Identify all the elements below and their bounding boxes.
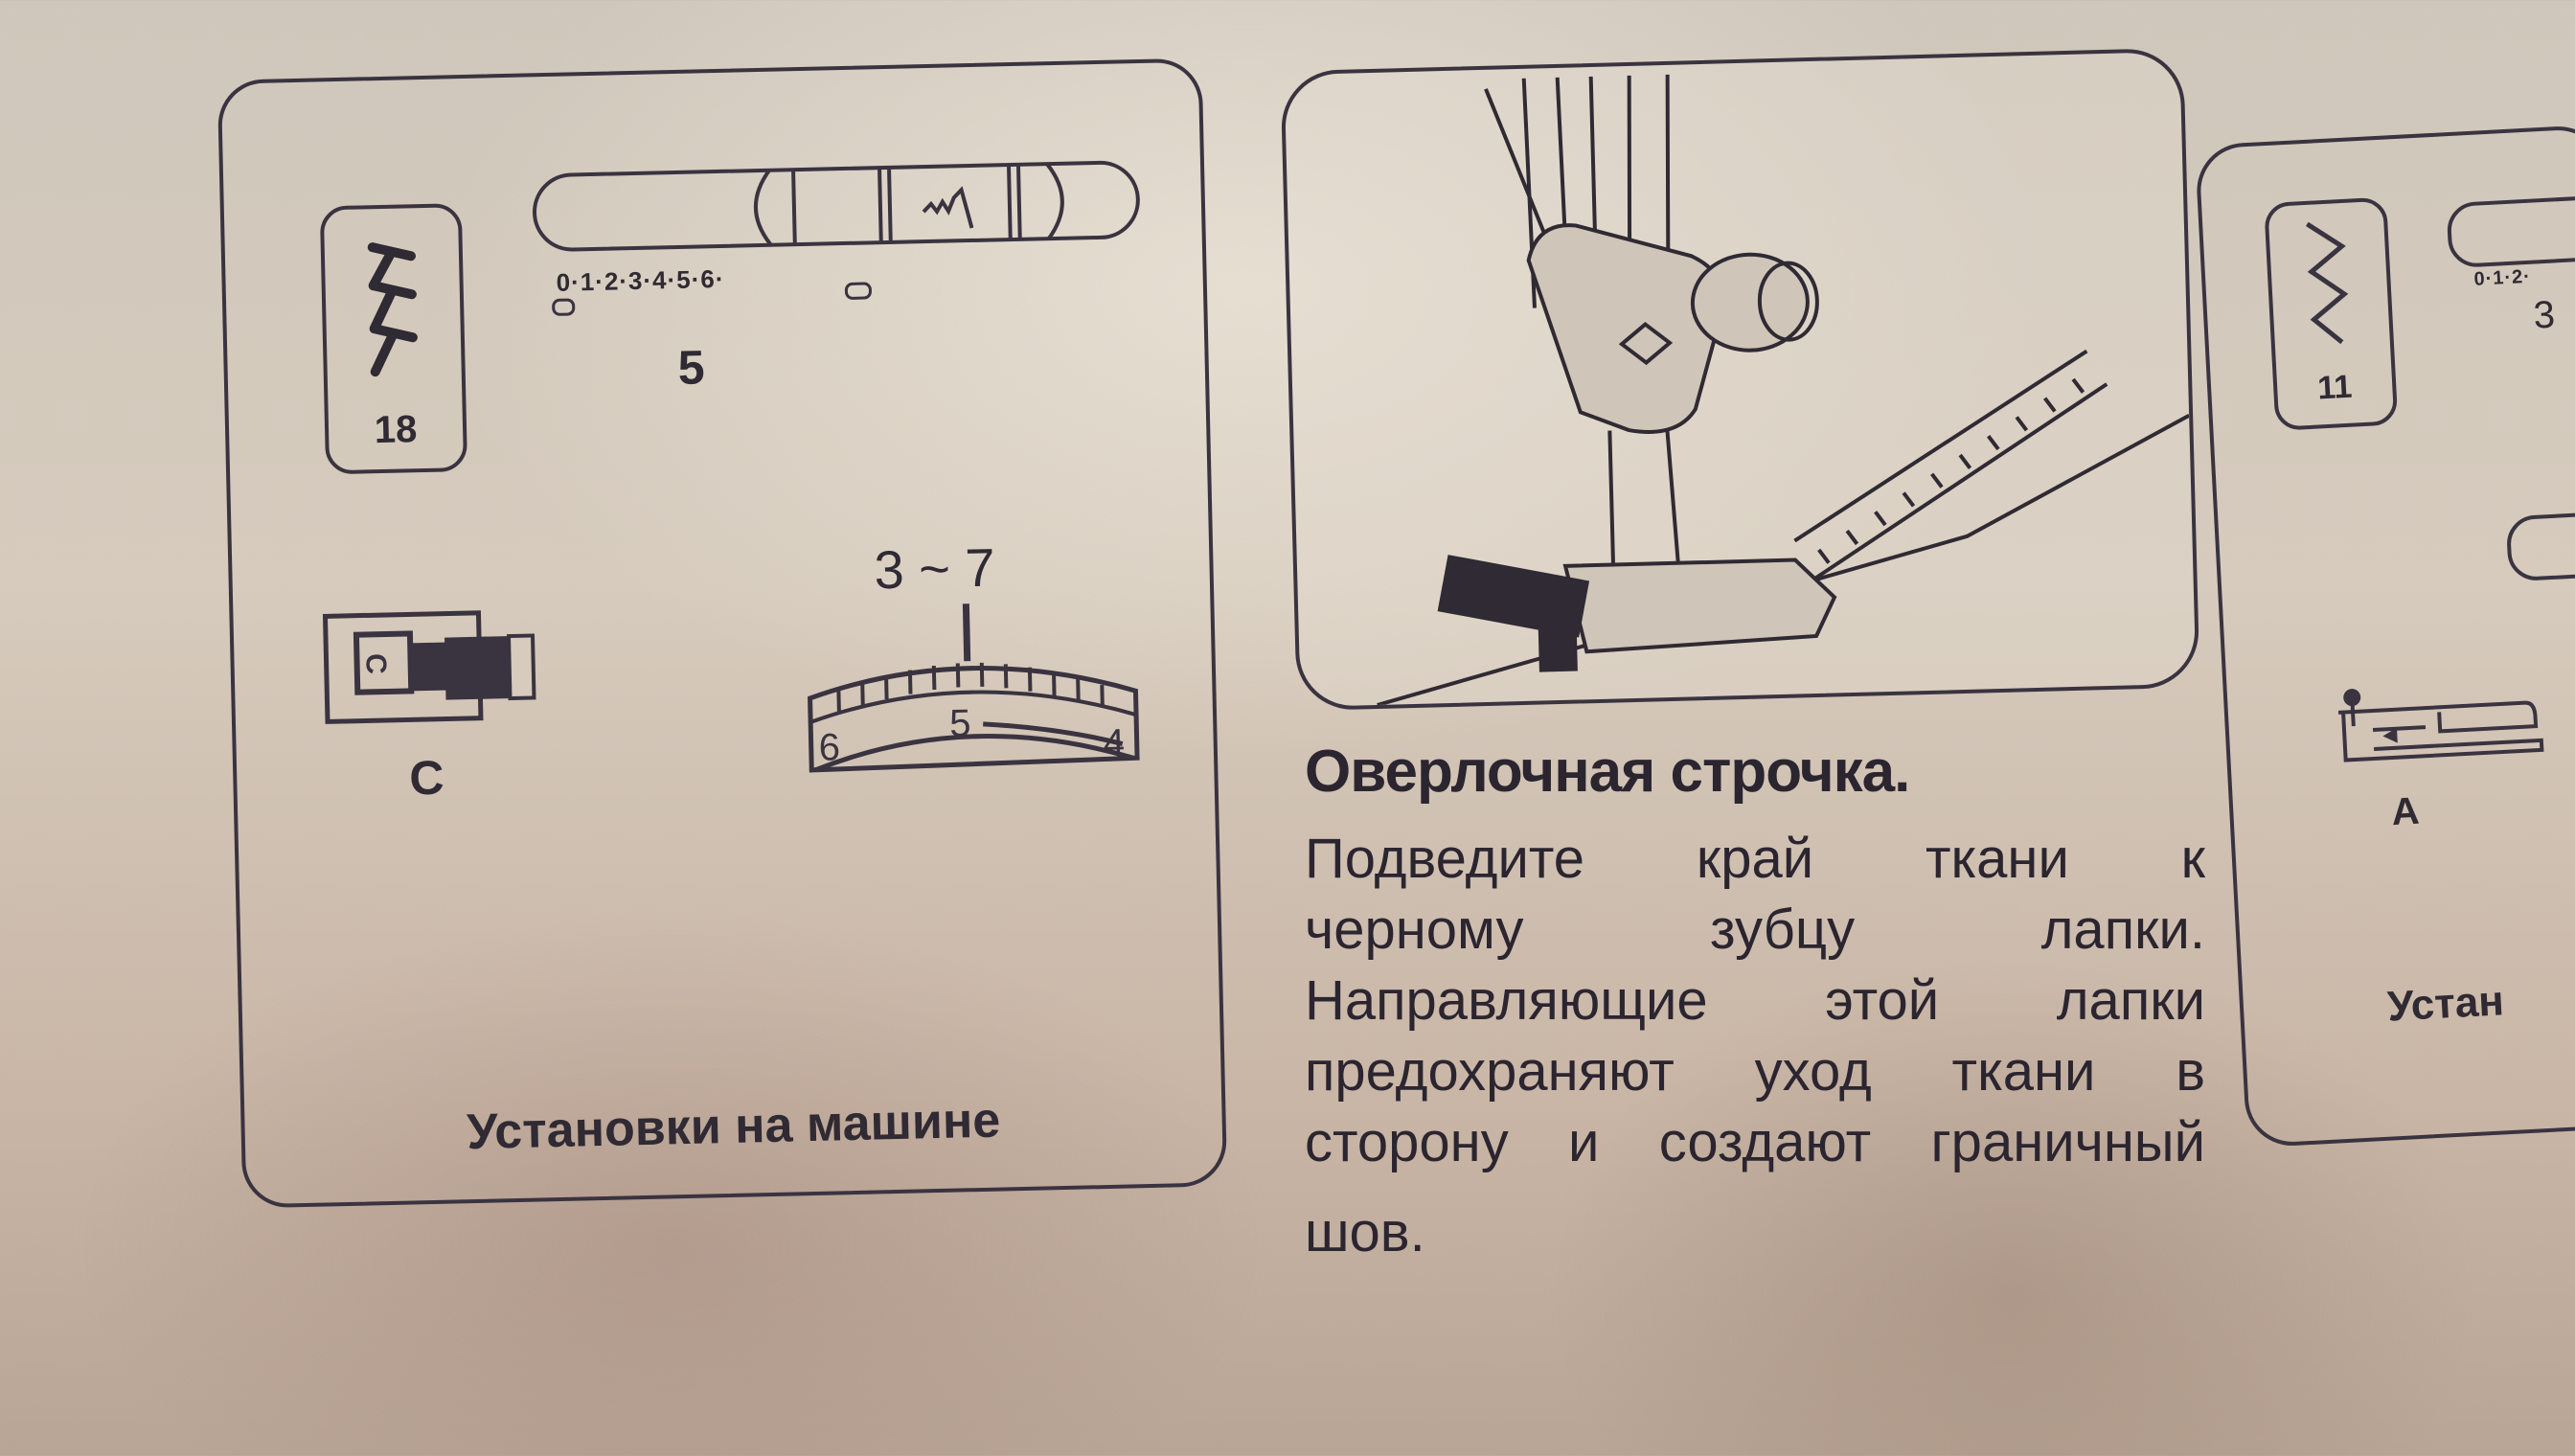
overlock-stitch-icon (367, 242, 418, 377)
word: зубцу (1710, 899, 1856, 961)
svg-text:C: C (359, 653, 391, 674)
stitch-length-value: 5 (677, 340, 706, 395)
word: в (2176, 1040, 2205, 1103)
body-line: шов. (1305, 1197, 2205, 1268)
stitch-pattern-box: 18 (319, 203, 468, 475)
section-heading: Оверлочная строчка. (1305, 739, 1910, 805)
word: Направляющие (1305, 969, 1708, 1032)
presser-foot-illustration-icon (1377, 74, 2191, 707)
next-settings-panel: 11 0·1·2· 3 A Устан (2194, 124, 2575, 1149)
settings-caption: Устан (2385, 977, 2505, 1031)
foot-label: C (408, 750, 445, 806)
stitch-pattern-box: 11 (2264, 196, 2399, 431)
word: лапки (2056, 969, 2205, 1032)
word: черному (1305, 899, 1524, 961)
dial-scale: 0·1·2·3·4·5·6· (556, 263, 725, 297)
body-line: черному зубцу лапки. (1305, 895, 2205, 966)
dial-marker-icon (844, 282, 873, 301)
overlock-foot-illustration (1280, 47, 2200, 712)
word: ткани (1951, 1040, 2096, 1103)
presser-foot-a-icon (2337, 689, 2544, 762)
word: лапки. (2040, 899, 2205, 961)
word: и (1568, 1111, 1600, 1173)
word: уход (1754, 1040, 1872, 1103)
word: сторону (1305, 1111, 1509, 1173)
machine-settings-panel: 18 0·1·2·3·4·5·6· 5 C C 3 ~ 7 6 5 4 Уста… (216, 57, 1228, 1209)
word: граничный (1930, 1111, 2205, 1173)
word: этой (1825, 969, 1940, 1032)
body-line: Подведите край ткани к (1305, 824, 2205, 895)
tension-mark-6: 6 (818, 726, 840, 768)
word: предохраняют (1305, 1040, 1675, 1103)
word: Подведите (1305, 828, 1585, 890)
foot-label: A (2390, 789, 2421, 834)
body-line: предохраняют уход ткани в (1305, 1036, 2205, 1107)
stitch-width-dial-icon (2446, 192, 2575, 269)
word: ткани (1925, 828, 2069, 890)
settings-caption: Установки на машине (466, 1092, 1001, 1161)
body-line: Направляющие этой лапки (1305, 966, 2205, 1036)
tension-mark-5: 5 (949, 702, 971, 744)
dial-marker-icon (552, 298, 576, 316)
zigzag-stitch-icon (2305, 221, 2349, 345)
stitch-length-value: 3 (2532, 293, 2557, 337)
word: шов. (1305, 1201, 1425, 1263)
stitch-number: 18 (374, 408, 418, 452)
stitch-number: 11 (2316, 368, 2354, 407)
word: к (2180, 828, 2205, 890)
presser-foot-c-icon: C (322, 610, 536, 724)
stitch-width-dial-icon (532, 160, 1140, 252)
word: край (1696, 828, 1814, 890)
body-line: сторону и создают граничный (1305, 1107, 2205, 1178)
tension-mark-4: 4 (1103, 722, 1125, 764)
tension-dial-icon (2505, 506, 2575, 582)
dial-scale: 0·1·2· (2473, 265, 2532, 290)
tension-dial-icon: 6 5 4 (808, 603, 1140, 773)
word: создают (1658, 1111, 1872, 1173)
tension-range: 3 ~ 7 (873, 536, 996, 601)
section-body: Подведите край ткани к черному зубцу лапки. Н… (1305, 824, 2205, 1268)
